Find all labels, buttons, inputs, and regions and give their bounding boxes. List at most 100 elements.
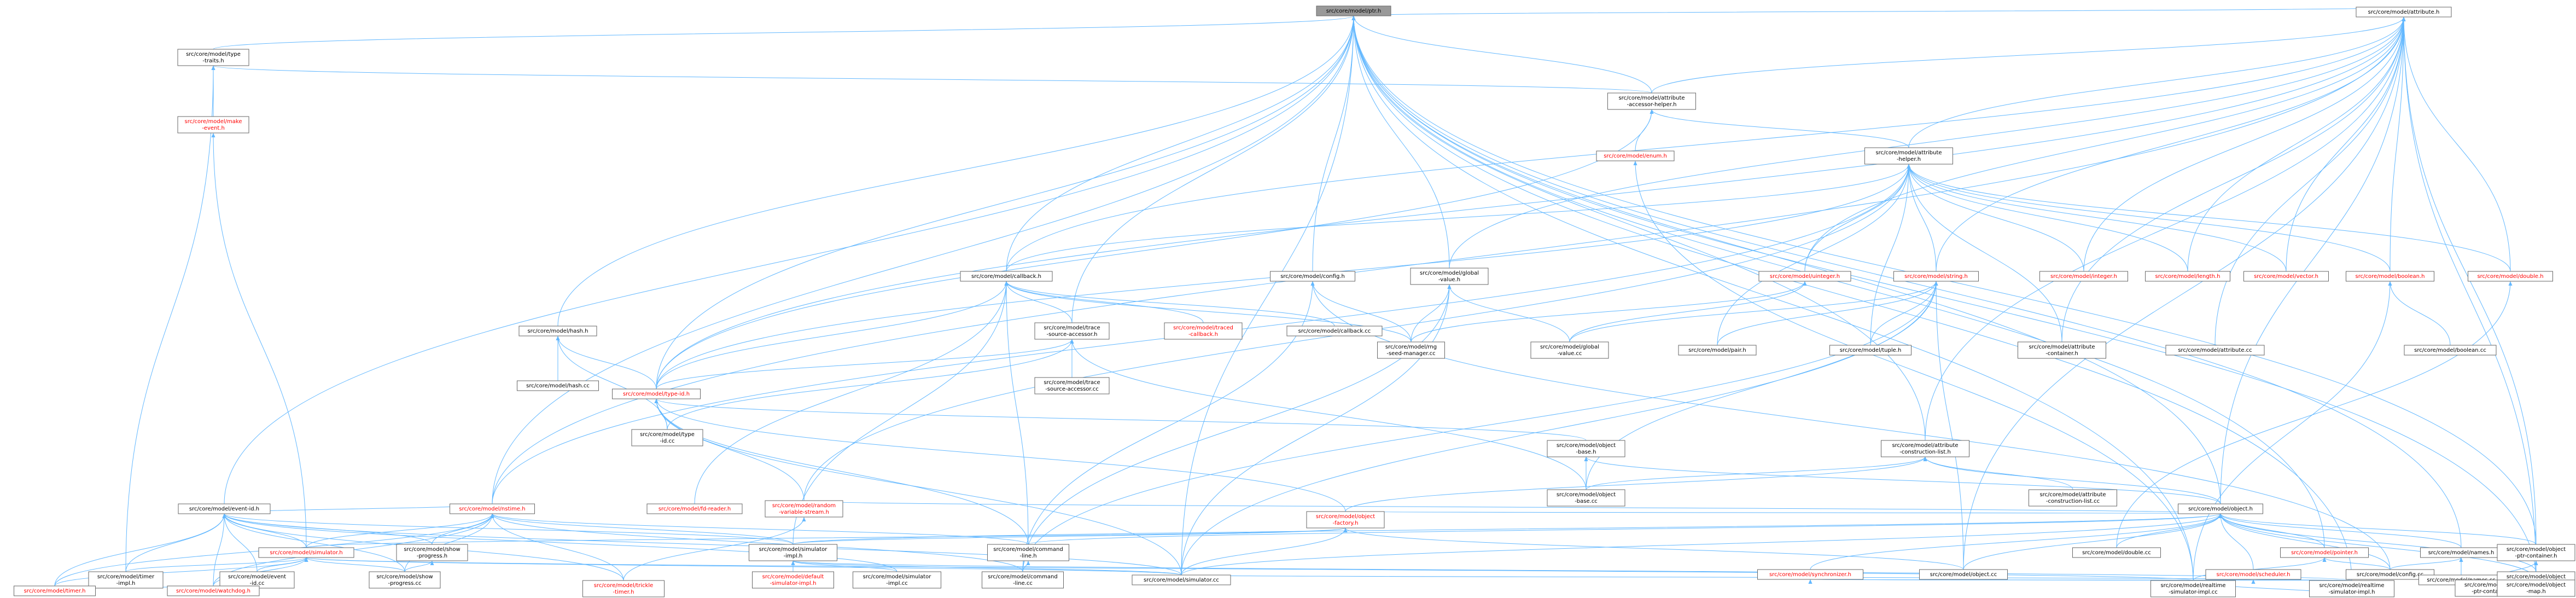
node-src-core-model-simulator-impl-cc[interactable]: src/core/model/simulator-impl.cc	[853, 571, 941, 589]
node-src-core-model-watchdog-h[interactable]: src/core/model/watchdog.h	[167, 585, 260, 596]
edge	[224, 15, 1354, 504]
node-src-core-model-double-cc[interactable]: src/core/model/double.cc	[2072, 547, 2161, 558]
node-src-core-model-hash-cc[interactable]: src/core/model/hash.cc	[517, 380, 599, 391]
node-label: -accessor-helper.h	[1627, 102, 1677, 108]
edge-arrowhead	[1650, 109, 1654, 114]
node-src-core-model-show-progress-cc[interactable]: src/core/model/show-progress.cc	[369, 571, 441, 589]
node-src-core-model-command-line-h[interactable]: src/core/model/command-line.h	[987, 544, 1069, 561]
node-src-core-model-type-traits-h[interactable]: src/core/model/type-traits.h	[177, 49, 249, 66]
node-box	[517, 380, 599, 391]
node-label: src/core/model/uinteger.h	[1770, 274, 1840, 280]
node-src-core-model-attribute-h[interactable]: src/core/model/attribute.h	[2356, 7, 2452, 18]
edge	[1925, 456, 2221, 504]
node-src-core-model-hash-h[interactable]: src/core/model/hash.h	[518, 326, 597, 336]
node-src-core-model-trickle-timer-h[interactable]: src/core/model/trickle-timer.h	[582, 580, 665, 597]
node-src-core-model-timer-impl-h[interactable]: src/core/model/timer-impl.h	[88, 571, 164, 589]
edge	[1908, 16, 2404, 148]
node-src-core-model-trace-source-accessor-cc[interactable]: src/core/model/trace-source-accessor.cc	[1034, 377, 1110, 394]
node-src-core-model-integer-h[interactable]: src/core/model/integer.h	[2039, 271, 2128, 282]
node-label: src/core/model/random	[772, 503, 836, 509]
node-src-core-model-object-base-cc[interactable]: src/core/model/object-base.cc	[1547, 489, 1625, 507]
node-src-core-model-attribute-helper-h[interactable]: src/core/model/attribute-helper.h	[1864, 147, 1953, 165]
node-src-core-model-pair-h[interactable]: src/core/model/pair.h	[1678, 345, 1757, 356]
node-src-core-model-attribute-construction-list-h[interactable]: src/core/model/attribute-construction-li…	[1881, 440, 1969, 457]
node-src-core-model-default-simulator-impl-h[interactable]: src/core/model/default-simulator-impl.h	[752, 571, 834, 589]
node-src-core-model-object-ptr-container-h[interactable]: src/core/model/object-ptr-container.h	[2497, 544, 2575, 561]
node-src-core-model-callback-h[interactable]: src/core/model/callback.h	[960, 271, 1053, 282]
node-src-core-model-string-h[interactable]: src/core/model/string.h	[1893, 271, 1979, 282]
node-src-core-model-object-map-h[interactable]: src/core/model/object-map.h	[2497, 579, 2575, 597]
node-src-core-model-global-value-cc[interactable]: src/core/model/global-value.cc	[1530, 341, 1609, 359]
node-box	[987, 544, 1069, 561]
node-src-core-model-object-base-h[interactable]: src/core/model/object-base.h	[1547, 440, 1625, 457]
node-src-core-model-enum-h[interactable]: src/core/model/enum.h	[1596, 150, 1675, 161]
edge	[656, 339, 1073, 390]
edge	[1181, 284, 1450, 576]
node-label: src/core/model/object.h	[2188, 506, 2253, 512]
node-src-core-model-random-variable-stream-h[interactable]: src/core/model/random-variable-stream.h	[765, 500, 843, 518]
edge	[1181, 513, 2221, 576]
node-src-core-model-simulator-cc[interactable]: src/core/model/simulator.cc	[1132, 574, 1231, 585]
node-src-core-model-scheduler-h[interactable]: src/core/model/scheduler.h	[2205, 569, 2301, 580]
node-src-core-model-nstime-h[interactable]: src/core/model/nstime.h	[450, 503, 535, 514]
node-src-core-model-simulator-h[interactable]: src/core/model/simulator.h	[258, 547, 354, 558]
node-src-core-model-command-line-cc[interactable]: src/core/model/command-line.cc	[982, 571, 1064, 589]
edge	[792, 513, 2221, 545]
node-src-core-model-simulator-impl-h[interactable]: src/core/model/simulator-impl.h	[749, 544, 837, 561]
node-src-core-model-names-h[interactable]: src/core/model/names.h	[2420, 547, 2502, 558]
node-src-core-model-make-event-h[interactable]: src/core/model/make-event.h	[177, 116, 249, 133]
node-box	[1410, 268, 1489, 285]
node-src-core-model-trace-source-accessor-h[interactable]: src/core/model/trace-source-accessor.h	[1034, 322, 1110, 340]
node-src-core-model-global-value-h[interactable]: src/core/model/global-value.h	[1410, 268, 1489, 285]
node-box	[2280, 547, 2369, 558]
node-box	[960, 271, 1053, 282]
node-src-core-model-boolean-cc[interactable]: src/core/model/boolean.cc	[2404, 345, 2497, 356]
node-src-core-model-synchronizer-h[interactable]: src/core/model/synchronizer.h	[1757, 569, 1863, 580]
edge	[306, 557, 405, 572]
node-src-core-model-realtime-simulator-impl-h[interactable]: src/core/model/realtime-simulator-impl.h	[2309, 580, 2394, 597]
node-src-core-model-uinteger-h[interactable]: src/core/model/uinteger.h	[1758, 271, 1851, 282]
node-src-core-model-attribute-accessor-helper-h[interactable]: src/core/model/attribute-accessor-helper…	[1607, 92, 1696, 110]
node-label: -simulator-impl.h	[2329, 589, 2375, 595]
node-src-core-model-pointer-h[interactable]: src/core/model/pointer.h	[2280, 547, 2369, 558]
node-src-core-model-tuple-h[interactable]: src/core/model/tuple.h	[1829, 345, 1911, 356]
edge	[1411, 281, 1805, 342]
node-src-core-model-type-id-h[interactable]: src/core/model/type-id.h	[612, 388, 701, 399]
node-src-core-model-config-cc[interactable]: src/core/model/config.cc	[2346, 569, 2434, 580]
node-src-core-model-event-id-h[interactable]: src/core/model/event-id.h	[178, 503, 271, 514]
node-label: -base.cc	[1575, 498, 1598, 504]
node-label: src/core/model/simulator.h	[270, 550, 342, 556]
node-src-core-model-object-h[interactable]: src/core/model/object.h	[2178, 503, 2263, 514]
node-label: -id.cc	[250, 580, 265, 587]
edge-arrowhead	[556, 336, 560, 340]
edge	[656, 109, 1652, 390]
node-src-core-model-boolean-h[interactable]: src/core/model/boolean.h	[2346, 271, 2434, 282]
edge	[1804, 16, 2404, 272]
node-src-core-model-attribute-container-h[interactable]: src/core/model/attribute-container.h	[2018, 341, 2106, 359]
node-src-core-model-callback-cc[interactable]: src/core/model/callback.cc	[1286, 326, 1383, 336]
node-src-core-model-realtime-simulator-impl-cc[interactable]: src/core/model/realtime-simulator-impl.c…	[2150, 580, 2236, 597]
edge	[213, 65, 1652, 94]
node-src-core-model-object-factory-h[interactable]: src/core/model/object-factory.h	[1306, 511, 1385, 529]
node-src-core-model-rng-seed-manager-cc[interactable]: src/core/model/rng-seed-manager.cc	[1377, 341, 1445, 359]
node-label: src/core/model/event-id.h	[189, 506, 259, 512]
node-src-core-model-object-cc[interactable]: src/core/model/object.cc	[1919, 569, 2008, 580]
node-src-core-model-ptr-h[interactable]: src/core/model/ptr.h	[1316, 5, 1391, 16]
node-label: src/core/model/object	[2464, 582, 2523, 588]
node-src-core-model-traced-callback-h[interactable]: src/core/model/traced-callback.h	[1164, 322, 1243, 340]
node-src-core-model-attribute-cc[interactable]: src/core/model/attribute.cc	[2165, 345, 2265, 356]
node-src-core-model-type-id-cc[interactable]: src/core/model/type-id.cc	[631, 429, 703, 446]
node-label: src/core/model/timer	[97, 574, 155, 580]
node-src-core-model-timer-h[interactable]: src/core/model/timer.h	[14, 585, 96, 596]
node-src-core-model-config-h[interactable]: src/core/model/config.h	[1270, 271, 1355, 282]
node-src-core-model-vector-h[interactable]: src/core/model/vector.h	[2243, 271, 2329, 282]
node-label: src/core/model/hash.h	[527, 328, 588, 334]
edge	[213, 513, 225, 587]
node-src-core-model-fd-reader-h[interactable]: src/core/model/fd-reader.h	[646, 503, 743, 514]
node-src-core-model-show-progress-h[interactable]: src/core/model/show-progress.h	[396, 544, 468, 561]
node-src-core-model-length-h[interactable]: src/core/model/length.h	[2145, 271, 2230, 282]
node-label: src/core/model/object	[1557, 443, 1616, 449]
node-src-core-model-double-h[interactable]: src/core/model/double.h	[2468, 271, 2553, 282]
node-src-core-model-event-id-cc[interactable]: src/core/model/event-id.cc	[219, 571, 295, 589]
node-src-core-model-attribute-construction-list-cc[interactable]: src/core/model/attribute-construction-li…	[2029, 489, 2117, 507]
